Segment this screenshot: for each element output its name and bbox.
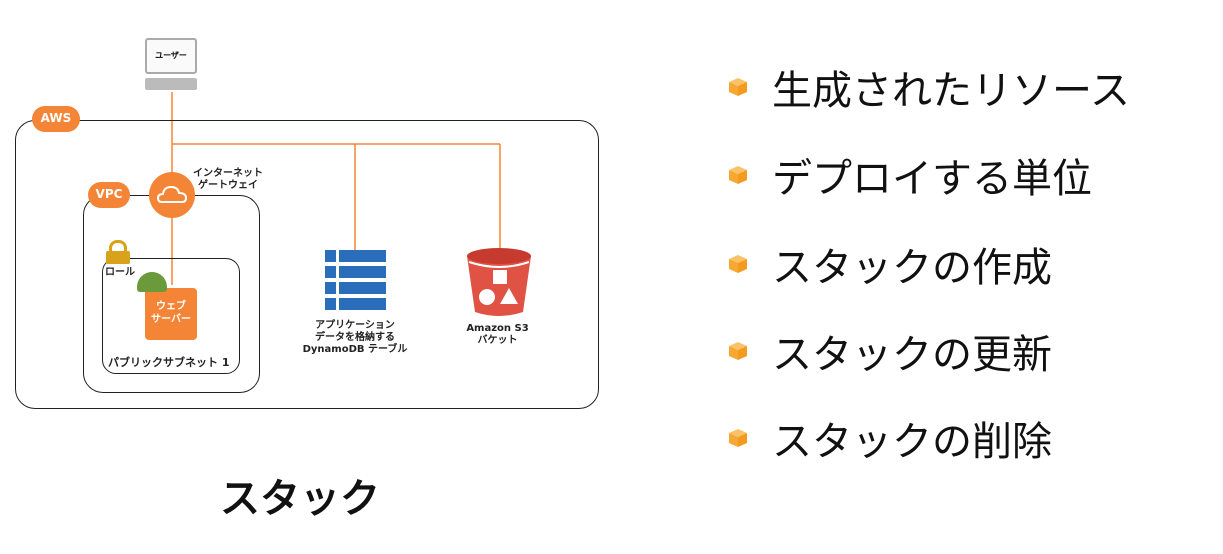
public-subnet-boundary [102, 258, 240, 374]
dynamodb-table-icon [325, 250, 386, 310]
list-item: 生成されたリソース [728, 58, 1130, 116]
subnet-label: パブリックサブネット 1 [108, 356, 230, 369]
igw-label: インターネットゲートウェイ [193, 168, 263, 191]
web-server-icon: ウェブサーバー [145, 288, 197, 340]
user-computer-icon: ユーザー [145, 38, 197, 90]
list-item: スタックの作成 [728, 235, 1052, 293]
cube-bullet-icon [729, 255, 747, 273]
cube-bullet-icon [729, 166, 747, 184]
aws-cloud-boundary [15, 120, 599, 409]
cube-bullet-icon [729, 78, 747, 96]
list-item: デプロイする単位 [728, 146, 1092, 204]
list-item: スタックの削除 [728, 409, 1052, 467]
stack-caption: スタック [220, 476, 380, 522]
helmet-icon [137, 272, 167, 292]
list-item: スタックの更新 [728, 322, 1052, 380]
internet-gateway-icon [149, 172, 195, 218]
user-label: ユーザー [145, 38, 197, 74]
vpc-label: VPC [95, 187, 123, 201]
role-label: ロール [105, 267, 135, 278]
aws-label: AWS [40, 111, 72, 125]
cube-bullet-icon [729, 429, 747, 447]
vpc-cloud-icon: VPC [88, 182, 130, 208]
s3-bucket-icon [467, 248, 531, 316]
cube-bullet-icon [729, 342, 747, 360]
aws-cloud-icon: AWS [32, 106, 80, 132]
lock-icon [106, 240, 130, 264]
